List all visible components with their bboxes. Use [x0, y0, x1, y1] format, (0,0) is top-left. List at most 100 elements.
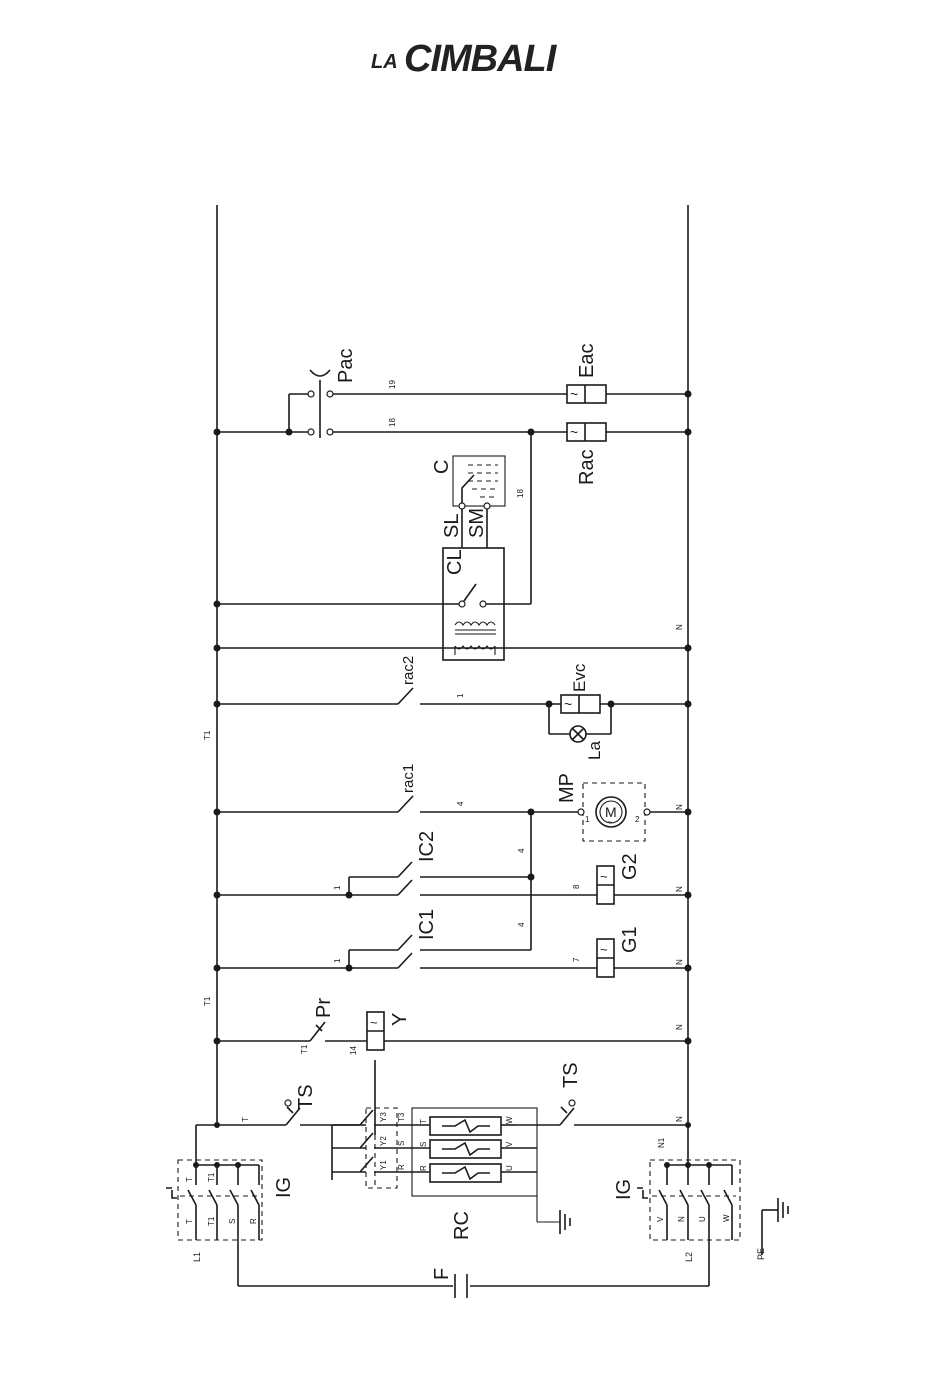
label-pr: Pr: [313, 998, 335, 1018]
logo-name: CIMBALI: [404, 38, 558, 80]
contactor-coil-y: ~: [367, 1012, 384, 1050]
logo-prefix: LA: [371, 51, 398, 73]
label-rac: Rac: [576, 449, 598, 485]
label-eac: Eac: [576, 344, 598, 378]
igr-term-w: W: [722, 1214, 731, 1222]
wire-n-b: N: [675, 804, 684, 810]
label-ts-left: TS: [295, 1084, 317, 1110]
label-rac2: rac2: [400, 656, 417, 685]
wire-4-a: 4: [456, 801, 465, 806]
ct-term-y1: Y1: [379, 1160, 388, 1170]
wire-n-a: N: [675, 624, 684, 630]
wire-n-f: N: [675, 1116, 684, 1122]
main-switch-ig-left: [166, 1160, 262, 1240]
svg-text:~: ~: [370, 1015, 378, 1030]
label-sl: SL: [441, 514, 463, 538]
wire-1-b: 1: [333, 885, 342, 890]
ground-icon-rc: [560, 1210, 570, 1234]
label-mp: MP: [556, 773, 578, 803]
wire-n-e: N: [675, 1024, 684, 1030]
label-f: F: [431, 1268, 453, 1280]
svg-text:~: ~: [570, 424, 578, 440]
label-c: C: [431, 460, 453, 474]
label-evc: Evc: [570, 663, 589, 692]
label-cl: CL: [444, 549, 466, 575]
wire-4-c: 4: [517, 922, 526, 927]
lamp-la: [570, 726, 586, 742]
label-l2: L2: [684, 1252, 694, 1262]
thermostat-ts-right: [515, 1100, 691, 1128]
contact-ic1-b: [398, 953, 412, 968]
contact-rac2: [398, 688, 413, 704]
wire-n-d: N: [675, 959, 684, 965]
svg-text:~: ~: [570, 386, 578, 402]
igl-term-r-bot: R: [249, 1218, 258, 1224]
rc-term-s: S: [419, 1142, 428, 1147]
wire-18-b: 18: [516, 489, 525, 498]
label-ic2: IC2: [416, 831, 438, 862]
rung-evc: [214, 688, 692, 734]
igl-term-s-bot: S: [228, 1219, 237, 1224]
contact-ic1-a: [398, 935, 412, 950]
wire-t: T: [241, 1117, 250, 1122]
capacitor-f: [455, 1274, 467, 1298]
ct-term-t3: T3: [397, 1112, 406, 1122]
wire-1-a: 1: [456, 693, 465, 698]
coil-eac: ~: [567, 385, 606, 403]
mp-terminal-1: 1: [585, 815, 590, 824]
pushbutton-head: [310, 370, 330, 376]
label-sm: SM: [466, 508, 488, 538]
igl-term-t1-bot: T1: [207, 1216, 216, 1226]
pump-motor-mp: M ~ 1 2: [578, 783, 650, 841]
igl-term-t-bot: T: [185, 1219, 194, 1224]
wire-n-c: N: [675, 886, 684, 892]
svg-text:~: ~: [600, 942, 608, 957]
igl-term-t1-top: T1: [207, 1172, 216, 1182]
wire-1-c: 1: [333, 958, 342, 963]
label-pe: PE: [756, 1248, 766, 1260]
wire-19: 19: [388, 380, 397, 389]
wire-7: 7: [572, 957, 581, 962]
label-ts-right: TS: [560, 1062, 582, 1088]
label-la: La: [585, 741, 604, 760]
rc-term-r: R: [419, 1165, 428, 1171]
wire-4-b: 4: [517, 848, 526, 853]
wire-t1-a: T1: [203, 730, 212, 740]
label-g2: G2: [619, 853, 641, 880]
mp-terminal-2: 2: [635, 815, 640, 824]
cimbali-logo: LA CIMBALI: [371, 38, 558, 80]
thermostat-ts-left: [196, 1100, 360, 1165]
contact-ic2-a: [398, 862, 412, 877]
label-l1: L1: [192, 1252, 202, 1262]
label-y: Y: [389, 1013, 411, 1026]
contact-rac1: [398, 796, 413, 812]
label-ig-right: IG: [613, 1179, 635, 1200]
ct-term-y2: Y2: [379, 1136, 388, 1146]
rc-term-w: W: [505, 1116, 514, 1124]
wire-18-a: 18: [388, 418, 397, 427]
svg-text:~: ~: [564, 696, 572, 712]
svg-text:~: ~: [607, 817, 612, 827]
wire-8: 8: [572, 884, 581, 889]
wire-t1-b: T1: [203, 996, 212, 1006]
contact-ic2-b: [398, 880, 412, 895]
label-rc: RC: [451, 1211, 473, 1240]
label-pac: Pac: [335, 349, 357, 383]
ct-term-s: S: [397, 1141, 406, 1146]
wire-n1: N1: [657, 1137, 666, 1148]
coil-evc: ~: [561, 695, 600, 713]
label-ic1: IC1: [416, 909, 438, 940]
rung-rac: [214, 429, 692, 436]
coil-rac: ~: [567, 423, 606, 441]
flowmeter-g2: ~: [597, 866, 614, 904]
rc-term-v: V: [505, 1141, 514, 1147]
wire-14: 14: [349, 1046, 358, 1055]
igl-term-t-top: T: [185, 1177, 194, 1182]
igr-term-n: N: [677, 1216, 686, 1222]
flowmeter-g1: ~: [597, 939, 614, 977]
igr-term-u: U: [698, 1216, 707, 1222]
pressostat-pr: [310, 1022, 325, 1041]
label-rac1: rac1: [400, 764, 417, 793]
